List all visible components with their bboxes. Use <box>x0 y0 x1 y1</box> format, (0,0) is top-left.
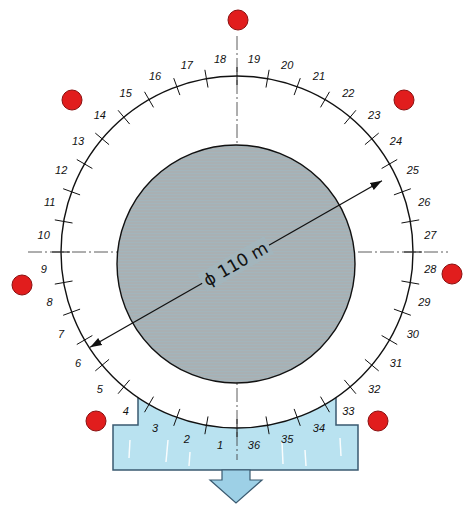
ring-tick <box>382 160 398 169</box>
sector-number: 36 <box>248 439 260 451</box>
sector-number: 34 <box>313 422 325 434</box>
ring-tick <box>394 309 411 315</box>
sector-number: 24 <box>390 135 402 147</box>
ring-tick <box>77 336 93 345</box>
basin-disc <box>117 145 355 383</box>
sector-number: 30 <box>407 328 419 340</box>
sector-number: 27 <box>424 229 436 241</box>
sector-number: 5 <box>97 383 103 395</box>
ring-tick <box>118 110 130 124</box>
sector-number: 26 <box>418 196 430 208</box>
ring-tick <box>55 220 73 223</box>
ring-tick <box>145 92 154 108</box>
ring-tick <box>321 92 330 108</box>
sector-number: 10 <box>38 229 50 241</box>
sector-number: 20 <box>281 59 293 71</box>
red-markers <box>12 10 462 431</box>
ring-tick <box>365 359 379 371</box>
ring-tick <box>344 110 356 124</box>
sector-number: 6 <box>75 357 81 369</box>
dimension-line <box>90 181 382 347</box>
sector-number: 32 <box>368 383 380 395</box>
sector-number: 35 <box>281 433 293 445</box>
sector-number: 31 <box>390 357 402 369</box>
ring-tick <box>95 359 109 371</box>
outflow-arrow <box>210 470 262 503</box>
basin-circle: ϕ 110 m <box>116 144 356 384</box>
ring-tick <box>77 160 93 169</box>
center-axes <box>28 36 448 460</box>
ring-tick <box>95 133 109 145</box>
sector-number: 21 <box>313 70 325 82</box>
ring-tick <box>118 380 130 394</box>
sector-number: 28 <box>424 263 436 275</box>
ring-tick <box>63 189 80 195</box>
sector-number: 7 <box>58 328 64 340</box>
sector-number: 4 <box>123 405 129 417</box>
sector-number: 16 <box>149 70 161 82</box>
ring-tick <box>145 397 154 413</box>
ring-tick <box>401 281 419 284</box>
sector-number: 22 <box>342 87 354 99</box>
ring-tick <box>266 416 269 434</box>
water-streaks <box>129 438 341 466</box>
sector-number: 8 <box>47 296 53 308</box>
sector-number: 14 <box>94 109 106 121</box>
ring-tick <box>63 309 80 315</box>
sector-number: 11 <box>44 196 55 208</box>
sector-number: 23 <box>368 109 380 121</box>
sector-number: 33 <box>342 405 354 417</box>
sector-number: 9 <box>41 263 47 275</box>
ring-tick <box>344 380 356 394</box>
ring-tick <box>294 78 300 95</box>
sector-number: 18 <box>214 53 226 65</box>
sector-number: 19 <box>248 53 260 65</box>
ring-tick <box>205 70 208 88</box>
sector-number: 1 <box>217 439 223 451</box>
ring-tick <box>174 409 180 426</box>
ring-tick <box>55 281 73 284</box>
sector-number: 13 <box>72 135 84 147</box>
sector-number: 12 <box>55 164 67 176</box>
ring-tick <box>394 189 411 195</box>
sector-number: 25 <box>407 164 419 176</box>
ring-tick <box>401 220 419 223</box>
ring-tick <box>205 416 208 434</box>
ring-tick <box>294 409 300 426</box>
ring-tick <box>266 70 269 88</box>
sector-number: 29 <box>418 296 430 308</box>
sector-number: 2 <box>184 433 190 445</box>
sector-number: 3 <box>152 422 158 434</box>
ring-tick <box>321 397 330 413</box>
sector-number: 15 <box>120 87 132 99</box>
ring-tick <box>174 78 180 95</box>
ring-tick <box>382 336 398 345</box>
sector-number: 17 <box>181 59 193 71</box>
ring-tick <box>365 133 379 145</box>
